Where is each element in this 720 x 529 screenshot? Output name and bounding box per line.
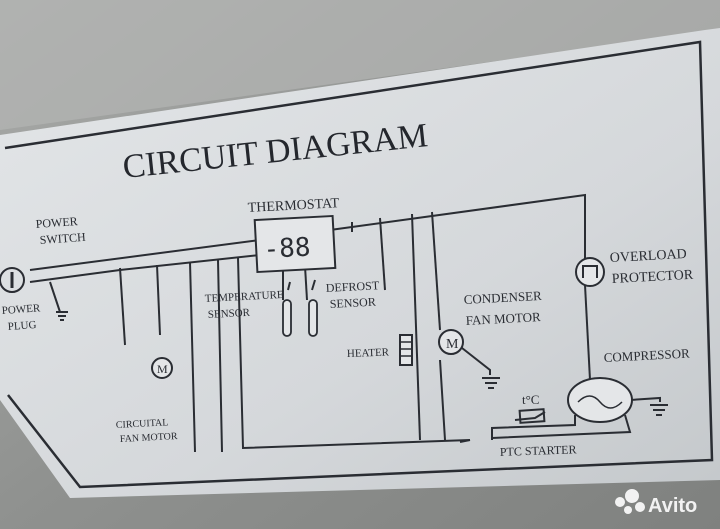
overload-label-2: PROTECTOR [611, 268, 694, 287]
circulating-fan-motor-symbol: M [151, 357, 173, 379]
defrost-sensor-label-1: DEFROST [325, 278, 380, 295]
ptc-temp-symbol: t°C [522, 392, 539, 407]
condenser-motor-m: M [446, 337, 459, 352]
thermostat-box [253, 214, 337, 274]
compressor-symbol [567, 377, 633, 423]
heater-label: HEATER [347, 347, 390, 360]
overload-protector-symbol [575, 257, 605, 287]
thermostat-label: THERMOSTAT [247, 196, 340, 216]
defrost-sensor-probe [308, 299, 318, 337]
avito-watermark: Avito [615, 489, 697, 517]
label-plate [0, 28, 720, 498]
upper-panel [0, 0, 720, 130]
circulating-fan-label-2: FAN MOTOR [120, 431, 179, 445]
thermostat-display: -88 [263, 233, 311, 265]
circulating-fan-label-1: CIRCUITAL [116, 417, 169, 431]
power-plug-label-2: PLUG [7, 319, 37, 333]
circuit-wiring [29, 193, 668, 453]
compressor-label: COMPRESSOR [603, 345, 690, 364]
condenser-fan-label-2: FAN MOTOR [465, 309, 541, 328]
temperature-sensor-label-2: SENSOR [208, 307, 251, 321]
overload-label-1: OVERLOAD [609, 247, 687, 266]
heater-symbol [399, 334, 413, 366]
condenser-fan-motor-symbol: M [438, 329, 464, 355]
power-switch-label-2: SWITCH [39, 230, 86, 247]
temperature-sensor-label-1: TEMPERATURE [205, 289, 285, 305]
temperature-sensor-probe [282, 299, 292, 337]
watermark-text: Avito [648, 495, 697, 517]
defrost-sensor-label-2: SENSOR [329, 295, 376, 311]
circulating-motor-m: M [157, 362, 168, 376]
power-plug-symbol [0, 267, 25, 293]
power-switch-label-1: POWER [35, 214, 78, 231]
plate-border [4, 40, 714, 489]
ptc-starter-label: PTC STARTER [500, 442, 577, 459]
condenser-fan-label-1: CONDENSER [463, 288, 542, 307]
power-plug-label-1: POWER [1, 302, 41, 317]
